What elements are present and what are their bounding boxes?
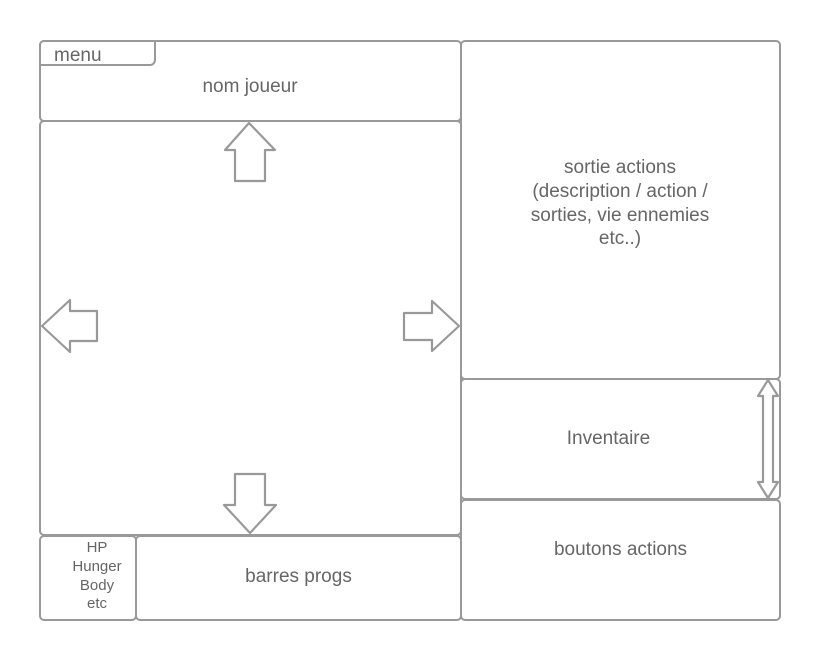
menu-label: menu bbox=[54, 45, 102, 66]
menu-button[interactable] bbox=[39, 40, 156, 66]
action-output-line: sorties, vie ennemies bbox=[530, 204, 710, 226]
arrow-down-icon[interactable] bbox=[222, 472, 278, 535]
stat-body-label: Body bbox=[79, 576, 115, 594]
stat-hp-label: HP bbox=[86, 539, 108, 556]
action-output-line: etc..) bbox=[598, 228, 642, 250]
arrow-right-icon[interactable] bbox=[402, 299, 461, 353]
stats-labels: HP Hunger Body etc bbox=[62, 539, 132, 614]
progress-bars-panel bbox=[135, 535, 462, 621]
player-name-label: nom joueur bbox=[202, 76, 298, 97]
action-buttons-label: boutons actions bbox=[553, 539, 688, 560]
action-output-panel bbox=[460, 40, 781, 380]
action-output-line: (description / action / bbox=[532, 180, 708, 202]
action-output-line: sortie actions bbox=[564, 157, 676, 178]
inventory-label: Inventaire bbox=[566, 428, 651, 449]
stat-hunger-label: Hunger bbox=[72, 557, 122, 575]
scrollbar-double-arrow-icon[interactable] bbox=[756, 378, 780, 500]
action-buttons-panel[interactable] bbox=[460, 499, 781, 621]
arrow-left-icon[interactable] bbox=[40, 298, 99, 354]
arrow-up-icon[interactable] bbox=[223, 121, 277, 183]
stat-etc-label: etc bbox=[86, 595, 107, 613]
action-output-text: sortie actions (description / action / s… bbox=[470, 156, 770, 251]
progress-bars-label: barres progs bbox=[245, 566, 352, 587]
inventory-panel[interactable] bbox=[460, 378, 781, 500]
